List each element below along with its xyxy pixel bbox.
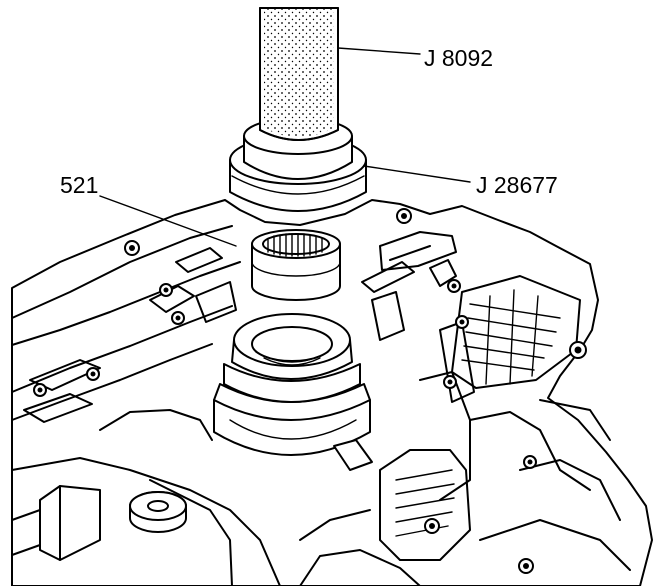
needle-bearing — [251, 229, 341, 301]
support-hub — [213, 313, 373, 471]
driver-handle — [259, 7, 339, 141]
label-j8092: J 8092 — [424, 45, 493, 71]
washer — [129, 491, 187, 533]
bolt-holes — [33, 208, 587, 574]
label-521: 521 — [60, 172, 98, 198]
label-j28677: J 28677 — [476, 172, 558, 198]
leader-lines — [99, 47, 471, 247]
